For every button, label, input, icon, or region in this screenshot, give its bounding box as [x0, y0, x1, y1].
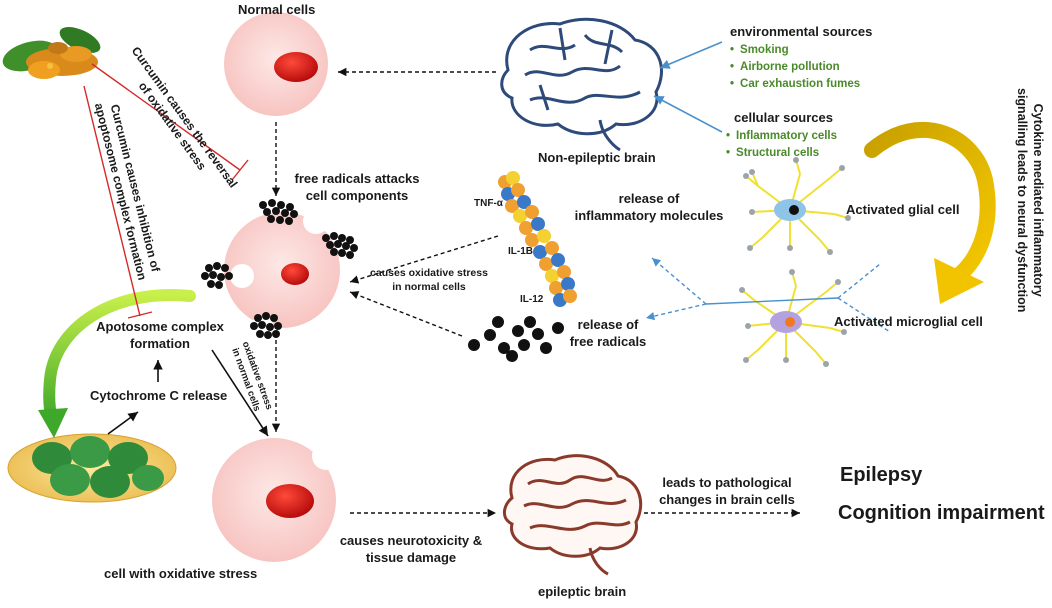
activated-microglial-label: Activated microglial cell: [834, 314, 983, 329]
cellular-sources-heading: cellular sources: [734, 110, 833, 125]
activated-glial-label: Activated glial cell: [846, 202, 960, 217]
radicals-to-cell-arrow: [349, 291, 463, 337]
environmental-sources-heading: environmental sources: [730, 24, 873, 39]
green-curved-arrow: [38, 289, 196, 438]
env-item-smoking: Smoking: [730, 44, 789, 56]
reversal-inhibition-line: [91, 63, 241, 171]
radical-cluster-bottom: [250, 312, 282, 339]
cell-with-stress-label: cell with oxidative stress: [104, 566, 258, 581]
cell-item-structural: Structural cells: [726, 147, 819, 159]
mitochondria-to-cytochrome-arrow: [107, 411, 139, 435]
activated-glial-cell: [743, 157, 851, 255]
activated-microglial-cell: [739, 269, 847, 367]
normal-cells-label: Normal cells: [238, 2, 316, 17]
il12-label: IL-12: [520, 294, 544, 305]
il1b-label: IL-1B: [508, 246, 533, 257]
turmeric-image: [2, 27, 101, 79]
mitochondria: [7, 433, 177, 503]
molecules-to-cell-arrow: [349, 235, 499, 284]
glial-branch-arrows: [645, 257, 891, 333]
env-item-exhaust: Car exhaustion fumes: [730, 78, 860, 90]
solid-arrows: [107, 349, 269, 437]
apoptosome-inhibition-line: [83, 85, 141, 317]
non-epileptic-brain: [500, 17, 663, 152]
cell-item-inflammatory: Inflammatory cells: [726, 130, 837, 142]
apotosome-to-stressed-arrow: [211, 349, 269, 437]
blue-source-arrows: [653, 41, 723, 133]
cytochrome-label: Cytochrome C release: [90, 388, 228, 403]
epilepsy-label: Epilepsy: [840, 464, 923, 486]
pathological-label: leads to pathological changes in brain c…: [659, 475, 795, 507]
epileptic-brain: [503, 454, 643, 576]
release-inflammatory-label: release of inflammatory molecules: [574, 191, 724, 223]
cytokine-label: Cytokine mediated inflammatory signallin…: [1015, 88, 1045, 313]
free-radical-clusters: [201, 199, 564, 362]
stressed-cell: [212, 438, 340, 562]
epileptic-brain-label: epileptic brain: [538, 584, 627, 599]
non-epileptic-brain-label: Non-epileptic brain: [538, 150, 656, 165]
dashed-arrows: [271, 67, 800, 518]
release-free-radicals-label: release of free radicals: [569, 317, 647, 349]
normal-cell: [224, 12, 328, 116]
inhibition-lines: [83, 63, 249, 319]
radical-cluster-left: [201, 262, 233, 289]
inflammatory-molecules: [498, 171, 577, 307]
neurotoxicity-label: causes neurotoxicity & tissue damage: [339, 533, 483, 565]
radical-cluster-released: [468, 316, 564, 362]
causes-oxidative-label: causes oxidative stress in normal cells: [370, 267, 488, 293]
tnf-label: TNF-α: [474, 198, 503, 209]
cognition-label: Cognition impairment: [838, 502, 1045, 524]
attacked-cell: [224, 208, 340, 340]
free-radicals-attack-label: free radicals attacks cell components: [294, 171, 420, 203]
apotosome-label: Apotosome complex formation: [96, 319, 224, 351]
env-item-pollution: Airborne pollution: [730, 61, 840, 73]
radical-cluster-top: [259, 199, 298, 225]
cytokine-curved-arrow: [864, 122, 996, 304]
radical-cluster-right: [322, 232, 358, 259]
